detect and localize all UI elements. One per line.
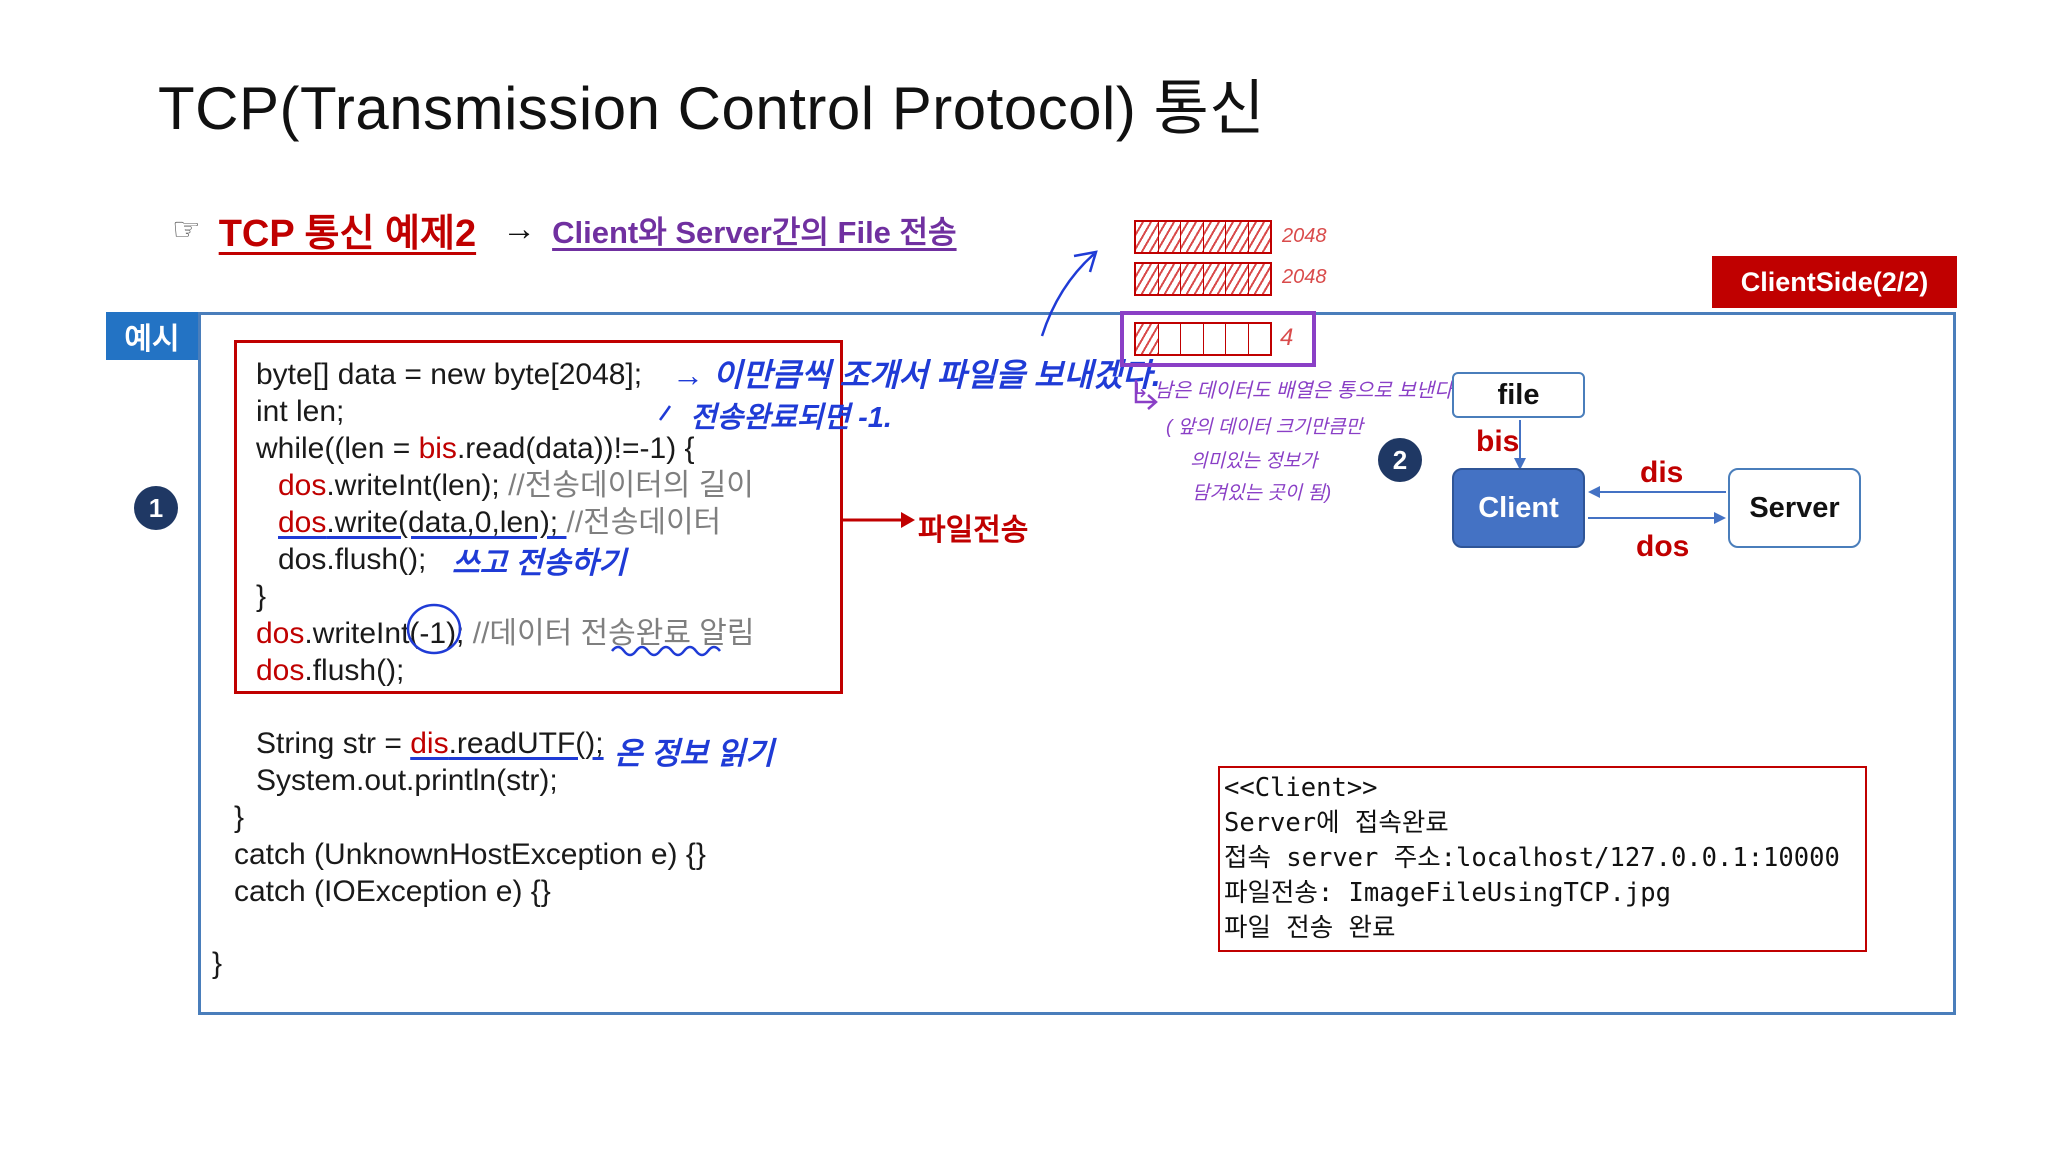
dis-label: dis bbox=[1640, 456, 1684, 489]
step-marker-1: 1 bbox=[134, 486, 178, 530]
code-line: while((len = bis.read(data))!=-1) { bbox=[256, 432, 695, 465]
code-line: System.out.println(str); bbox=[256, 764, 558, 797]
diagram-arrows bbox=[1514, 420, 1726, 524]
arrow-right-icon: → bbox=[502, 209, 537, 248]
page-title: TCP(Transmission Control Protocol) 통신 bbox=[158, 75, 1265, 142]
code-line: byte[] data = new byte[2048]; bbox=[256, 358, 643, 391]
buffer-size-label: 2048 bbox=[1282, 225, 1327, 247]
example-description: Client와 Server간의 File 전송 bbox=[552, 214, 957, 250]
buffer-last-highlight bbox=[1120, 311, 1316, 367]
dos-label: dos bbox=[1636, 530, 1690, 563]
example-tab: 예시 bbox=[106, 312, 198, 360]
code-line: int len; bbox=[256, 395, 345, 428]
server-box: Server bbox=[1728, 468, 1861, 548]
example-heading: TCP 통신 예제2 bbox=[218, 212, 477, 255]
code-line: String str = dis.readUTF(); bbox=[256, 727, 604, 760]
annotation-end-note: 전송완료되면 -1. bbox=[690, 402, 892, 434]
buffer-size-label: 2048 bbox=[1282, 266, 1327, 288]
bis-label: bis bbox=[1476, 425, 1520, 458]
code-line: catch (UnknownHostException e) {} bbox=[234, 838, 706, 871]
annotation-read-note: 온 정보 읽기 bbox=[614, 736, 774, 771]
file-box: file bbox=[1452, 372, 1585, 418]
client-side-tag: ClientSide(2/2) bbox=[1712, 256, 1957, 308]
arrow-right-icon bbox=[843, 512, 915, 528]
code-line: dos.flush(); bbox=[256, 654, 405, 687]
file-transfer-label: 파일전송 bbox=[918, 514, 1029, 547]
example-frame bbox=[198, 312, 1956, 1015]
step-marker-2: 2 bbox=[1378, 438, 1422, 482]
code-line: dos.writeInt(len); //전송데이터의 길이 bbox=[278, 469, 754, 502]
annotation-chunk-note: → 이만큼씩 조개서 파일을 보내겠다. bbox=[672, 357, 1161, 393]
output-line: 접속 server 주소:localhost/127.0.0.1:10000 bbox=[1224, 843, 1840, 873]
file-transfer-code-box bbox=[234, 340, 843, 694]
output-line: Server에 접속완료 bbox=[1224, 808, 1449, 838]
buffer-note: 담겨있는 곳이 됨) bbox=[1192, 483, 1332, 504]
pointing-hand-icon: ☞ bbox=[172, 211, 201, 247]
subtitle-row: ☞ TCP 통신 예제2 → Client와 Server간의 File 전송 bbox=[172, 204, 957, 255]
code-line: } bbox=[234, 801, 245, 834]
output-line: 파일 전송 완료 bbox=[1224, 913, 1396, 943]
code-line: dos.writeInt(-1); //데이터 전송완료 알림 bbox=[256, 617, 755, 650]
buffer-note: 의미있는 정보가 bbox=[1190, 451, 1318, 472]
code-line: dos.flush(); bbox=[278, 543, 427, 576]
buffer-full-2 bbox=[1134, 262, 1272, 296]
code-line: dos.write(data,0,len); //전송데이터 bbox=[278, 506, 722, 539]
buffer-size-label: 4 bbox=[1280, 324, 1294, 351]
output-line: 파일전송: ImageFileUsingTCP.jpg bbox=[1224, 878, 1671, 908]
annotation-flush-note: 쓰고 전송하기 bbox=[452, 547, 626, 580]
code-line: } bbox=[256, 580, 267, 613]
buffer-note: ↳ 남은 데이터도 배열은 통으로 보낸다! bbox=[1132, 380, 1459, 402]
client-box: Client bbox=[1452, 468, 1585, 548]
code-line: catch (IOException e) {} bbox=[234, 875, 551, 908]
output-line: <<Client>> bbox=[1224, 773, 1378, 803]
buffer-partial bbox=[1134, 322, 1272, 356]
code-line: } bbox=[212, 947, 223, 980]
buffer-full-1 bbox=[1134, 220, 1272, 254]
buffer-note: ( 앞의 데이터 크기만큼만 bbox=[1166, 417, 1363, 438]
console-output: <<Client>> Server에 접속완료 접속 server 주소:loc… bbox=[1218, 766, 1867, 952]
